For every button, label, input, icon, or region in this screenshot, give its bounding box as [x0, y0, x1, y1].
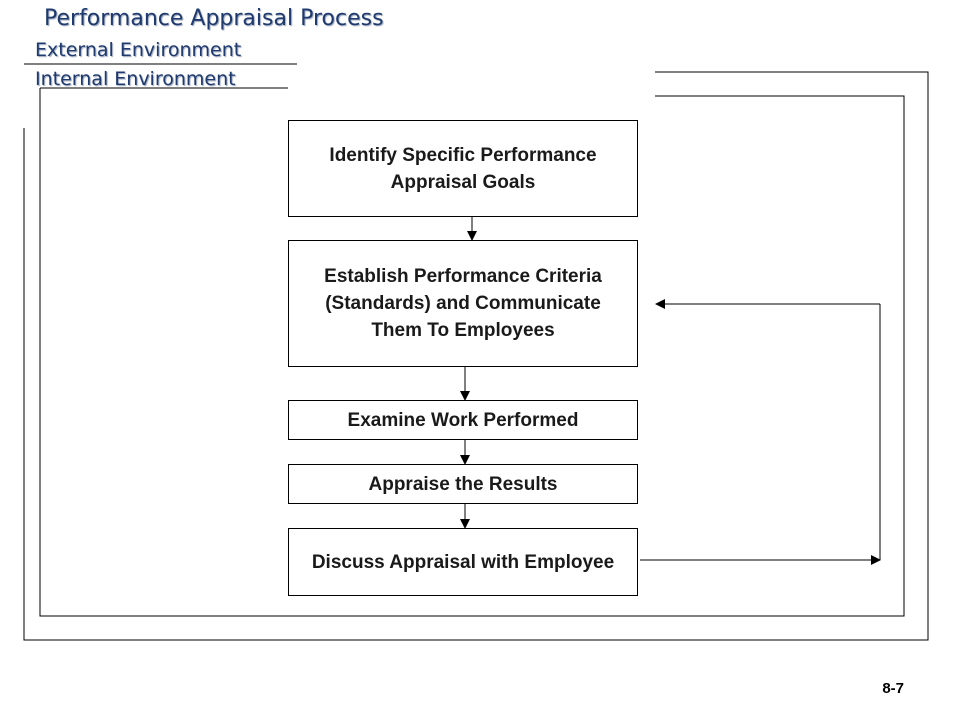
- internal-environment-frame: [39, 87, 905, 617]
- step-examine-work: Examine Work Performed: [288, 400, 638, 440]
- internal-environment-label: Internal Environment: [35, 68, 236, 90]
- step-establish-criteria: Establish Performance Criteria (Standard…: [288, 240, 638, 367]
- external-environment-frame: [23, 63, 929, 641]
- step-discuss-appraisal: Discuss Appraisal with Employee: [288, 528, 638, 596]
- step-appraise-results: Appraise the Results: [288, 464, 638, 504]
- external-environment-label: External Environment: [35, 39, 242, 61]
- page-title: Performance Appraisal Process: [44, 6, 384, 31]
- page-number: 8-7: [882, 680, 904, 697]
- step-identify-goals: Identify Specific Performance Appraisal …: [288, 120, 638, 217]
